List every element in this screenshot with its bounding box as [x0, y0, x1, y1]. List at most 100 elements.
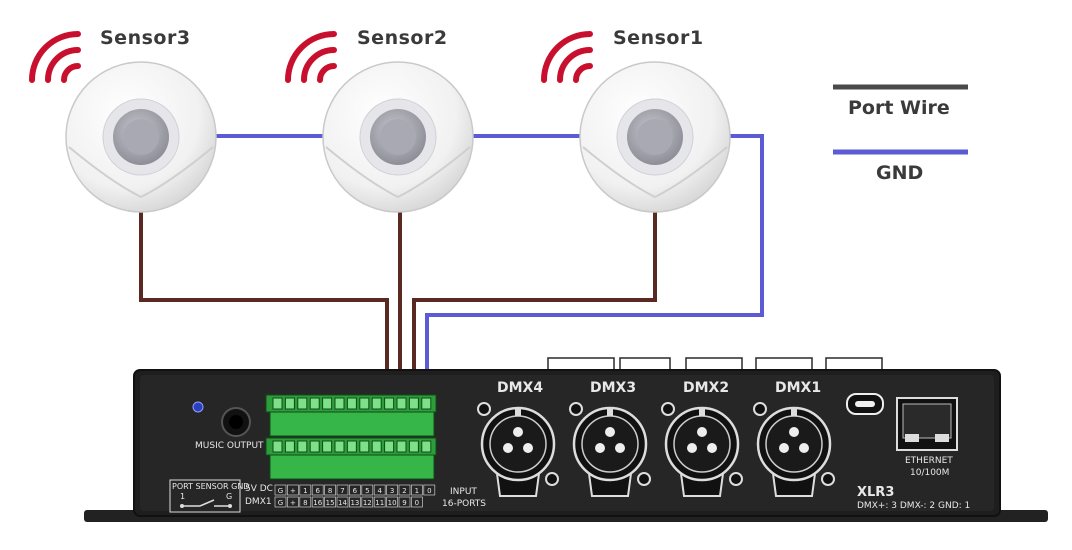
pin-label-box: [373, 484, 386, 496]
signal-icon-sensor3: [29, 31, 81, 83]
pin-label-box: [398, 496, 411, 508]
pin-label-box: [361, 496, 374, 508]
terminal-pin: [322, 397, 333, 410]
terminal-pin: [309, 440, 320, 453]
ethernet-port: [896, 397, 958, 451]
pin-label: 8: [328, 487, 332, 495]
pin-label-box: [411, 496, 423, 508]
port-sensor-gnd-label: PORT SENSOR GND: [172, 482, 250, 491]
terminal-pin: [297, 397, 308, 410]
pin-label: 0: [415, 499, 419, 507]
sensor-3: [65, 61, 217, 213]
row-5v-label: 5V DC: [245, 484, 273, 494]
pin-label: 3: [390, 487, 394, 495]
terminal-pin: [297, 440, 308, 453]
pin-label-box: [274, 484, 287, 496]
switch-left-label: 1: [180, 492, 186, 501]
pin-label: 7: [340, 487, 344, 495]
terminal-pin: [359, 440, 370, 453]
dmx1-label: DMX1: [775, 380, 822, 396]
pin-label-box: [349, 496, 361, 508]
sensor-1: [579, 61, 731, 213]
input-ports-label: 16-PORTS: [442, 499, 487, 509]
gnd-wire-sensor1-device: [425, 134, 764, 400]
music-output-label: MUSIC OUTPUT: [195, 441, 264, 451]
music-output-jack: [221, 407, 251, 437]
pin-label: 5: [365, 487, 369, 495]
terminal-pin: [371, 397, 382, 410]
pin-label: 11: [375, 499, 384, 507]
xlr-title: XLR3: [857, 485, 895, 500]
pin-label-box: [274, 496, 287, 508]
usb-c-port: [846, 393, 884, 415]
pin-label-box: [373, 496, 386, 508]
terminal-pin: [396, 440, 407, 453]
pin-label-box: [386, 484, 398, 496]
terminal-pin: [359, 397, 370, 410]
port-wires: [139, 205, 657, 400]
switch-icon: [182, 499, 230, 507]
terminal-pin: [384, 440, 395, 453]
terminal-pin: [272, 397, 283, 410]
pin-label-box: [336, 484, 349, 496]
input-label: INPUT: [450, 487, 477, 497]
terminal-block-bottom: [265, 437, 437, 480]
pin-label-box: [349, 484, 361, 496]
sensor-2: [322, 61, 474, 213]
terminal-pin: [322, 440, 333, 453]
dmx2-label: DMX2: [683, 380, 730, 396]
pin-label: G: [278, 499, 283, 507]
pin-label: 12: [363, 499, 372, 507]
pin-label-box: [411, 484, 423, 496]
pin-label: 8: [303, 499, 307, 507]
signal-icon-sensor2: [285, 31, 337, 83]
port-sensor-switch-box: [169, 479, 241, 513]
pin-label-box: [299, 484, 312, 496]
terminal-pin: [309, 397, 320, 410]
pin-label-box: [311, 496, 324, 508]
terminal-pin: [408, 440, 419, 453]
pin-label: 6: [353, 487, 358, 495]
xlr-pinout: DMX+: 3 DMX-: 2 GND: 1: [857, 501, 971, 511]
pin-label: G: [278, 487, 283, 495]
terminal-pin: [396, 397, 407, 410]
pin-label: 6: [315, 487, 320, 495]
status-led: [192, 401, 204, 413]
terminal-pin: [384, 397, 395, 410]
pin-label: 2: [402, 487, 406, 495]
pin-label-box: [311, 484, 324, 496]
dmx3-label: DMX3: [590, 380, 637, 396]
pin-label: 13: [350, 499, 359, 507]
xlr-connector-dmx1: [753, 402, 835, 497]
pin-label: 0: [427, 487, 431, 495]
xlr-connector-dmx4: [477, 402, 559, 497]
pin-label: 15: [326, 499, 335, 507]
terminal-pin: [421, 440, 432, 453]
terminal-pin: [334, 397, 345, 410]
gnd-wires: [210, 134, 764, 400]
xlr-connector-dmx2: [661, 402, 743, 497]
pin-label-box: [336, 496, 349, 508]
terminal-pin: [371, 440, 382, 453]
xlr-connector-dmx3: [569, 402, 651, 497]
port-wire-sensor1: [412, 210, 657, 400]
sensor2-label: Sensor2: [357, 27, 448, 49]
legend-port-wire-label: Port Wire: [848, 97, 950, 119]
pin-label: 9: [402, 499, 406, 507]
sensor3-label: Sensor3: [100, 27, 191, 49]
legend-gnd-label: GND: [876, 162, 924, 184]
signal-icon-sensor1: [541, 31, 593, 83]
terminal-pin: [346, 440, 357, 453]
pin-label-box: [423, 484, 436, 496]
terminal-pin: [421, 397, 432, 410]
pin-label: 14: [338, 499, 347, 507]
pin-label: 16: [313, 499, 322, 507]
pin-label-box: [324, 484, 336, 496]
sensor1-label: Sensor1: [613, 27, 704, 49]
pin-label: +: [290, 487, 296, 495]
ethernet-speed-label: 10/100M: [910, 468, 950, 478]
pin-label-box: [398, 484, 411, 496]
